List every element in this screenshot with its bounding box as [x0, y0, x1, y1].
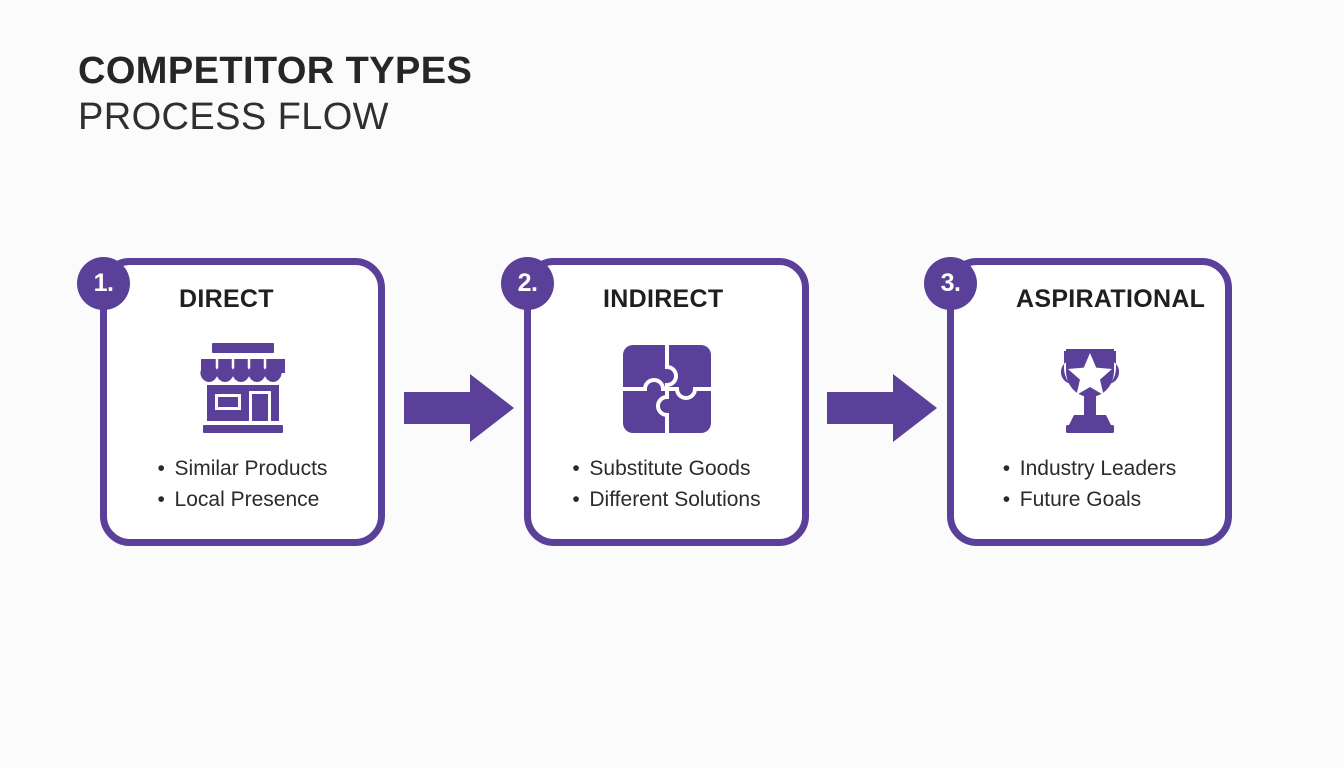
step-title: DIRECT — [179, 285, 274, 313]
arrow-right-icon — [404, 374, 514, 442]
process-flow-diagram: 1. DIRECT — [0, 257, 1344, 548]
bullet-item: Different Solutions — [572, 484, 760, 515]
process-step-card-aspirational[interactable]: 3. ASPIRATIONAL — [924, 257, 1232, 546]
bullet-item: Industry Leaders — [1003, 453, 1176, 484]
step-bullets: Substitute Goods Different Solutions — [531, 453, 802, 515]
step-title: ASPIRATIONAL — [1016, 285, 1206, 313]
step-number-badge: 2. — [501, 257, 554, 310]
step-number-badge: 1. — [77, 257, 130, 310]
process-step-card-indirect[interactable]: 2. INDIRECT Substitute Goods — [501, 257, 809, 546]
step-bullets: Industry Leaders Future Goals — [954, 453, 1225, 515]
bullet-item: Local Presence — [158, 484, 328, 515]
bullet-item: Similar Products — [158, 453, 328, 484]
puzzle-icon — [531, 333, 802, 445]
page-title: COMPETITOR TYPES — [78, 50, 473, 92]
page-subtitle: PROCESS FLOW — [78, 96, 389, 138]
bullet-item: Substitute Goods — [572, 453, 760, 484]
step-title: INDIRECT — [603, 285, 724, 313]
trophy-icon — [954, 333, 1225, 445]
step-bullets: Similar Products Local Presence — [107, 453, 378, 515]
storefront-icon — [107, 333, 378, 445]
page-header: COMPETITOR TYPES PROCESS FLOW — [78, 48, 472, 140]
step-number-badge: 3. — [924, 257, 977, 310]
process-step-card-direct[interactable]: 1. DIRECT — [77, 257, 385, 546]
bullet-item: Future Goals — [1003, 484, 1176, 515]
arrow-right-icon — [827, 374, 937, 442]
